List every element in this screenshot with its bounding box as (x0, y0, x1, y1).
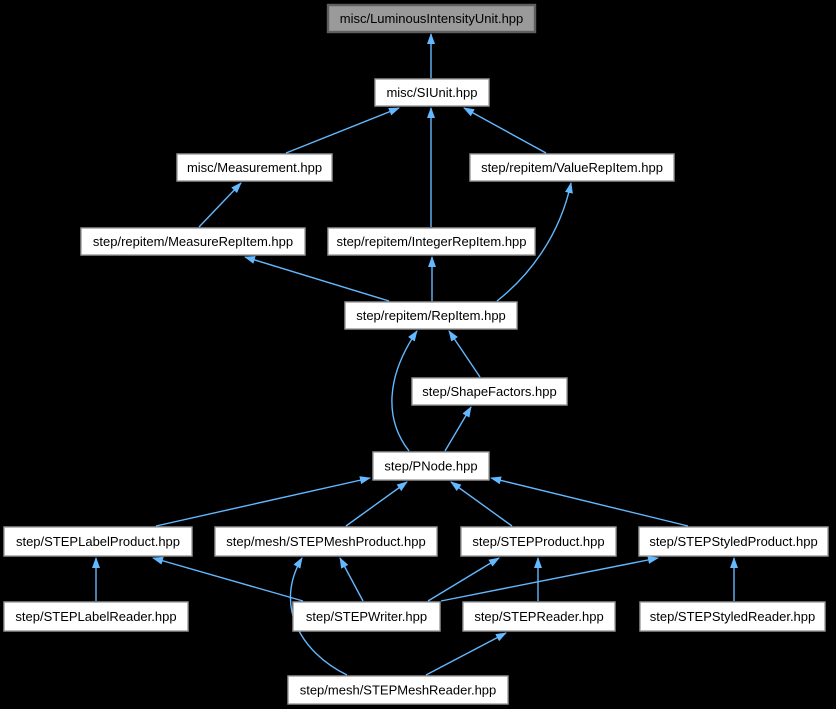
edge-stepstyledproduct-to-pnode (490, 476, 689, 527)
edge-pnode-to-repitem (391, 330, 418, 452)
graph-node-stepmeshproduct[interactable]: step/mesh/STEPMeshProduct.hpp (214, 526, 438, 557)
graph-node-label: step/STEPReader.hpp (474, 609, 603, 624)
graph-node-box[interactable] (214, 526, 438, 557)
graph-edges (92, 33, 738, 676)
graph-node-label: step/STEPStyledReader.hpp (650, 609, 816, 624)
graph-node-box[interactable] (176, 153, 333, 182)
edge-stepwriter-to-stepmeshproduct (339, 557, 364, 602)
graph-node-measurement[interactable]: misc/Measurement.hpp (176, 153, 333, 182)
graph-node-siunit[interactable]: misc/SIUnit.hpp (374, 78, 490, 107)
graph-node-box[interactable] (460, 526, 617, 557)
edge-measurement-to-siunit (285, 107, 400, 154)
graph-node-label: step/mesh/STEPMeshProduct.hpp (226, 534, 425, 549)
graph-node-label: step/repitem/ValueRepItem.hpp (481, 160, 663, 175)
edge-stepproduct-to-pnode (450, 481, 513, 527)
graph-node-shapefactors[interactable]: step/ShapeFactors.hpp (411, 377, 568, 406)
edge-stepwriter-to-stepproduct (427, 557, 500, 602)
graph-node-box[interactable] (462, 601, 616, 632)
edge-repitem-to-valuerepitem (496, 182, 573, 302)
graph-node-box[interactable] (80, 227, 306, 256)
graph-node-luminousintensityunit: misc/LuminousIntensityUnit.hpp (326, 3, 537, 34)
graph-node-box[interactable] (344, 301, 518, 330)
graph-node-box[interactable] (292, 601, 441, 632)
edge-repitem-to-measurerepitem (244, 256, 390, 302)
edge-stepwriter-to-stepstyledproduct (440, 556, 659, 602)
graph-node-box[interactable] (287, 675, 509, 705)
graph-node-repitem[interactable]: step/repitem/RepItem.hpp (344, 301, 518, 330)
graph-node-label: step/STEPProduct.hpp (472, 534, 604, 549)
graph-node-label: step/STEPWriter.hpp (306, 609, 427, 624)
graph-node-label: misc/LuminousIntensityUnit.hpp (340, 11, 524, 26)
graph-node-box[interactable] (411, 377, 568, 406)
graph-node-label: step/mesh/STEPMeshReader.hpp (300, 683, 497, 698)
graph-node-label: step/PNode.hpp (384, 459, 477, 474)
edge-pnode-to-shapefactors (444, 406, 472, 452)
graph-node-stepstyledproduct[interactable]: step/STEPStyledProduct.hpp (638, 526, 829, 557)
graph-node-box[interactable] (327, 227, 536, 256)
graph-node-stepstyledreader[interactable]: step/STEPStyledReader.hpp (639, 601, 826, 632)
graph-node-box[interactable] (639, 601, 826, 632)
graph-node-stepreader[interactable]: step/STEPReader.hpp (462, 601, 616, 632)
graph-node-box[interactable] (372, 451, 490, 481)
edge-stepwriter-to-steplabelproduct (152, 556, 304, 602)
edge-shapefactors-to-repitem (448, 330, 481, 378)
graph-node-box (326, 3, 537, 34)
graph-node-label: step/repitem/IntegerRepItem.hpp (336, 234, 526, 249)
graph-node-label: step/STEPLabelProduct.hpp (16, 534, 180, 549)
graph-node-steplabelproduct[interactable]: step/STEPLabelProduct.hpp (3, 526, 193, 557)
graph-node-stepmeshreader[interactable]: step/mesh/STEPMeshReader.hpp (287, 675, 509, 705)
graph-node-steplabelreader[interactable]: step/STEPLabelReader.hpp (3, 601, 189, 632)
graph-node-box[interactable] (638, 526, 829, 557)
edge-steplabelproduct-to-pnode (155, 476, 371, 527)
graph-node-label: step/repitem/MeasureRepItem.hpp (93, 234, 293, 249)
graph-nodes: misc/LuminousIntensityUnit.hpp misc/SIUni… (3, 3, 829, 705)
graph-node-stepproduct[interactable]: step/STEPProduct.hpp (460, 526, 617, 557)
graph-node-label: step/STEPLabelReader.hpp (15, 609, 176, 624)
edge-measurerepitem-to-measurement (198, 182, 242, 228)
graph-node-label: misc/SIUnit.hpp (386, 85, 477, 100)
graph-node-stepwriter[interactable]: step/STEPWriter.hpp (292, 601, 441, 632)
graph-node-measurerepitem[interactable]: step/repitem/MeasureRepItem.hpp (80, 227, 306, 256)
edge-valuerepitem-to-siunit (463, 107, 547, 154)
graph-node-box[interactable] (374, 78, 490, 107)
graph-node-label: step/STEPStyledProduct.hpp (649, 534, 817, 549)
graph-node-label: misc/Measurement.hpp (187, 160, 322, 175)
graph-node-pnode[interactable]: step/PNode.hpp (372, 451, 490, 481)
graph-node-label: step/repitem/RepItem.hpp (356, 308, 506, 323)
graph-node-label: step/ShapeFactors.hpp (422, 384, 556, 399)
edge-stepmeshproduct-to-pnode (345, 481, 408, 527)
graph-node-box[interactable] (3, 526, 193, 557)
graph-node-valuerepitem[interactable]: step/repitem/ValueRepItem.hpp (469, 153, 675, 182)
edge-stepmeshreader-to-stepreader (425, 632, 507, 676)
graph-node-box[interactable] (3, 601, 189, 632)
graph-node-box[interactable] (469, 153, 675, 182)
graph-node-integerrepitem[interactable]: step/repitem/IntegerRepItem.hpp (327, 227, 536, 256)
